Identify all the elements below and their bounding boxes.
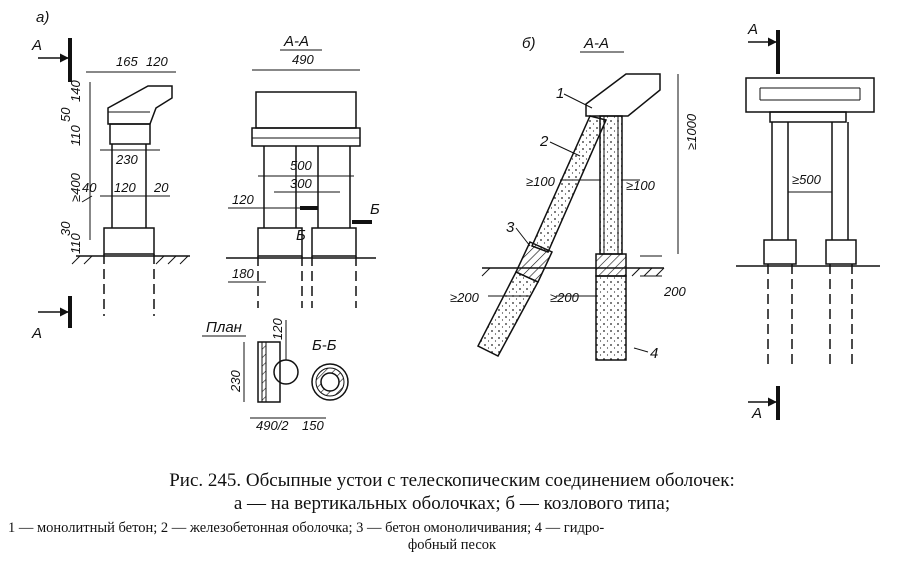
figure-subtitle: а — на вертикальных оболочках; б — козло… (233, 493, 671, 514)
dim-500: 500 (290, 158, 312, 173)
dim-plan-120: 120 (270, 318, 285, 340)
cut-mark-b-left: Б (296, 227, 306, 244)
panel-a-side-view: а) А А (31, 9, 190, 342)
dim-ge-1000: ≥1000 (684, 113, 699, 150)
panel-label-a: а) (36, 9, 49, 26)
dim-20: 20 (153, 180, 169, 195)
item-number-2: 2 (539, 133, 549, 150)
cut-mark-a-bottom: А (31, 325, 42, 342)
figure-legend-line-1: 1 — монолитный бетон; 2 — железобетонная… (8, 520, 605, 536)
dim-plan-490-2: 490/2 (256, 418, 289, 433)
panel-b-trestle: б) А-А ≥1000 (450, 35, 699, 362)
panel-label-b: б) (522, 35, 535, 52)
figure-title: Рис. 245. Обсыпные устои с телескопическ… (169, 470, 735, 491)
dim-110-top: 110 (68, 125, 83, 146)
cut-mark-a-top: А (31, 37, 42, 54)
dim-120-section: 120 (232, 192, 254, 207)
cut-mark-a-right-bottom: А (751, 405, 762, 422)
item-number-3: 3 (506, 219, 515, 236)
dim-plan-150: 150 (302, 418, 324, 433)
dim-40: 40 (82, 180, 97, 195)
dim-ge-500: ≥500 (792, 172, 822, 187)
dim-ge-200-mid: ≥200 (550, 290, 580, 305)
item-number-1: 1 (556, 85, 564, 102)
dim-50: 50 (58, 107, 73, 122)
dim-200: 200 (663, 284, 686, 299)
dim-165: 165 (116, 54, 138, 69)
cut-mark-a-right-top: А (747, 21, 758, 38)
dim-30: 30 (58, 221, 73, 236)
section-label-b-b: Б-Б (312, 337, 337, 354)
technical-drawing: а) А А (31, 9, 880, 433)
dim-ge-200-left: ≥200 (450, 290, 480, 305)
dim-ge-400: ≥400 (68, 172, 83, 202)
dim-110-bottom: 110 (68, 233, 83, 254)
plan-label: План (206, 319, 242, 336)
dim-ge-100-right: ≥100 (626, 178, 656, 193)
dim-490: 490 (292, 52, 314, 67)
figure-legend-line-2: фобный песок (407, 537, 497, 553)
panel-b-elevation: А А ≥500 (736, 21, 880, 422)
dim-300: 300 (290, 176, 312, 191)
cut-mark-b-right: Б (370, 201, 380, 218)
section-label-b: А-А (583, 35, 609, 52)
dim-140: 140 (68, 80, 83, 102)
dim-180: 180 (232, 266, 254, 281)
panel-a-section: А-А 490 500 300 120 (202, 33, 380, 433)
dim-230: 230 (115, 152, 138, 167)
section-label-a: А-А (283, 33, 309, 50)
dim-ge-100-left: ≥100 (526, 174, 556, 189)
dim-plan-230: 230 (228, 370, 243, 393)
item-number-4: 4 (650, 345, 658, 362)
dim-120-top: 120 (146, 54, 168, 69)
dim-120-mid: 120 (114, 180, 136, 195)
